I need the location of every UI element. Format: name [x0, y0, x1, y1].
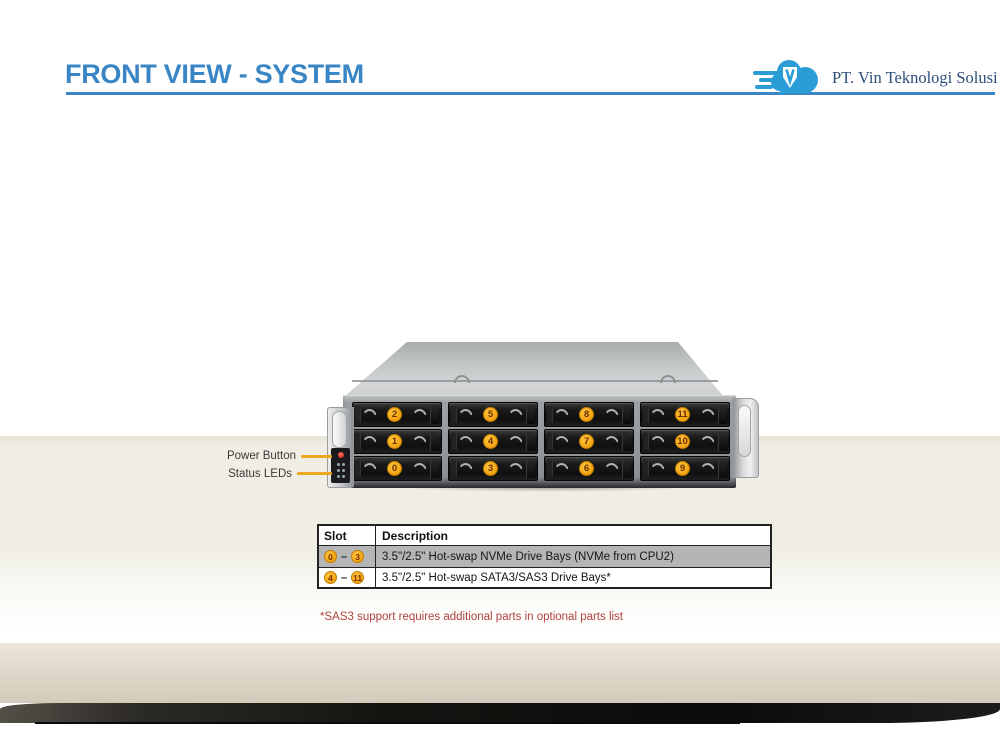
drive-tray-handle-icon	[699, 435, 716, 448]
drive-tray-handle-icon	[649, 462, 666, 475]
drive-tray-handle-icon	[649, 435, 666, 448]
chassis-right-ear	[732, 398, 759, 478]
drive-bay-number-badge: 2	[387, 407, 402, 422]
title-underline	[66, 92, 995, 95]
drive-bay: 5	[448, 402, 538, 427]
drive-bay: 8	[544, 402, 634, 427]
drive-bay-number-badge: 0	[387, 461, 402, 476]
drive-tray-handle-icon	[411, 435, 428, 448]
slot-badge: 0	[324, 550, 337, 563]
chassis-top-lid	[345, 342, 723, 396]
drive-bay-number-badge: 1	[387, 434, 402, 449]
drive-tray-handle-icon	[507, 435, 524, 448]
slot-range-dash: –	[341, 571, 348, 584]
drive-tray-handle-icon	[361, 435, 378, 448]
description-header-cell: Description	[382, 528, 449, 543]
slot-badge: 11	[351, 571, 365, 584]
power-button-dot-icon	[337, 452, 344, 458]
power-button-label: Power Button	[226, 450, 296, 462]
status-leds-arrow	[297, 472, 332, 475]
drive-bay: 11	[640, 402, 730, 427]
drive-bay-number-badge: 9	[675, 461, 690, 476]
table-header-row: Slot Description	[319, 526, 770, 545]
drive-bay-number-badge: 5	[483, 407, 498, 422]
drive-tray-handle-icon	[649, 408, 666, 421]
drive-tray-handle-icon	[553, 408, 570, 421]
drive-bay: 2	[352, 402, 442, 427]
drive-bay: 0	[352, 456, 442, 481]
drive-tray-handle-icon	[699, 408, 716, 421]
footer-thin-line	[35, 722, 740, 724]
drive-bay-frame: 2 5 8 11 1 4 7 10 0 3 6 9	[343, 395, 736, 488]
drive-tray-handle-icon	[553, 435, 570, 448]
drive-tray-handle-icon	[411, 462, 428, 475]
drive-tray-handle-icon	[603, 435, 620, 448]
drive-tray-handle-icon	[411, 408, 428, 421]
lid-latch-right	[660, 375, 676, 383]
drive-bay-number-badge: 6	[579, 461, 594, 476]
control-panel	[331, 448, 350, 483]
drive-bay: 9	[640, 456, 730, 481]
drive-tray-handle-icon	[603, 462, 620, 475]
sas3-footnote: *SAS3 support requires additional parts …	[320, 611, 624, 623]
drive-bay: 4	[448, 429, 538, 454]
drive-bay-number-badge: 4	[483, 434, 498, 449]
status-leds-label: Status LEDs	[228, 468, 292, 480]
drive-tray-handle-icon	[361, 408, 378, 421]
drive-bay-number-badge: 8	[579, 407, 594, 422]
drive-tray-handle-icon	[457, 462, 474, 475]
footer-dark-bar	[0, 703, 1000, 723]
drive-bay: 10	[640, 429, 730, 454]
lid-seam	[352, 380, 718, 382]
slot-description-table: Slot Description 0 – 3 3.5"/2.5" Hot-swa…	[317, 524, 772, 589]
slot-badge: 4	[324, 571, 337, 584]
drive-bay: 6	[544, 456, 634, 481]
lid-latch-left	[454, 375, 470, 383]
drive-bay-number-badge: 11	[675, 407, 690, 422]
slot-header-cell: Slot	[319, 526, 376, 545]
description-cell: 3.5"/2.5" Hot-swap NVMe Drive Bays (NVMe…	[382, 550, 674, 563]
company-logo: PT. Vin Teknologi Solusi	[753, 56, 998, 100]
drive-bay: 7	[544, 429, 634, 454]
description-cell: 3.5"/2.5" Hot-swap SATA3/SAS3 Drive Bays…	[382, 571, 611, 584]
drive-tray-handle-icon	[457, 408, 474, 421]
status-led-grid-icon	[331, 461, 350, 479]
drive-bay-number-badge: 7	[579, 434, 594, 449]
drive-tray-handle-icon	[553, 462, 570, 475]
right-ear-handle	[738, 405, 751, 457]
drive-tray-handle-icon	[361, 462, 378, 475]
drive-tray-handle-icon	[457, 435, 474, 448]
drive-bay-number-badge: 10	[675, 434, 690, 449]
drive-tray-handle-icon	[699, 462, 716, 475]
table-row: 4 – 11 3.5"/2.5" Hot-swap SATA3/SAS3 Dri…	[319, 567, 770, 587]
page-title: FRONT VIEW - SYSTEM	[65, 59, 364, 89]
left-ear-handle	[332, 411, 347, 448]
drive-tray-handle-icon	[507, 462, 524, 475]
drive-bay: 3	[448, 456, 538, 481]
drive-tray-handle-icon	[603, 408, 620, 421]
drive-bay: 1	[352, 429, 442, 454]
cloud-with-speed-lines-icon	[753, 60, 818, 95]
power-button-arrow	[301, 455, 332, 458]
slot-badge: 3	[351, 550, 365, 563]
background-band-beige	[0, 643, 1000, 703]
company-name: PT. Vin Teknologi Solusi	[832, 68, 998, 87]
table-row: 0 – 3 3.5"/2.5" Hot-swap NVMe Drive Bays…	[319, 545, 770, 567]
slot-range-dash: –	[341, 550, 348, 563]
drive-bay-number-badge: 3	[483, 461, 498, 476]
drive-tray-handle-icon	[507, 408, 524, 421]
